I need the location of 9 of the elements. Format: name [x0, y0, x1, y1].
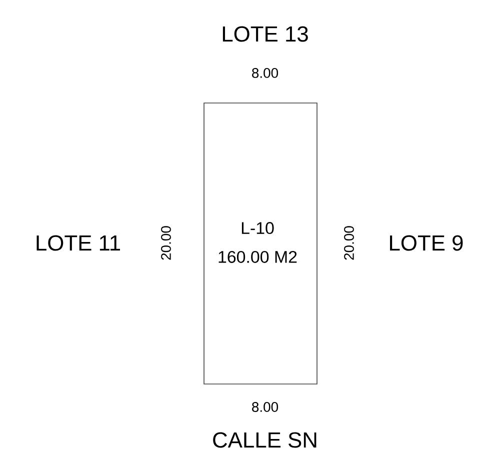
lot-box: L-10 160.00 M2 [204, 102, 318, 384]
dimension: 8.00 [252, 68, 278, 78]
street-name: CALLE SN [213, 432, 316, 448]
lot-name: LOTE 9 [390, 235, 463, 251]
dimension: 8.00 [252, 402, 278, 412]
dimension: 20.00 [161, 226, 171, 260]
lot-name: LOTE 13 [222, 26, 308, 42]
lot-name: LOTE 11 [36, 235, 120, 251]
dimension: 20.00 [344, 226, 354, 260]
